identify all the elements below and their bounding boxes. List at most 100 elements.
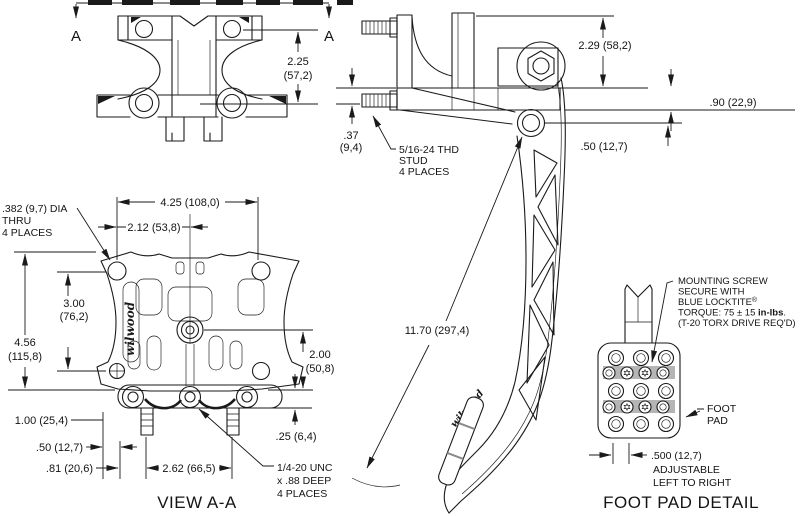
dim-212: 2.12 (53,8) [127,222,180,234]
thru-hole [251,361,271,381]
foot-pad-detail-drawing [597,284,681,439]
arm-cutout [531,214,556,288]
side-relief-left [117,39,161,100]
dim-050-side: .50 (12,7) [580,141,627,153]
thru-hole [107,261,127,281]
foot-pad-side-view [438,396,484,486]
pivot-boss [216,87,248,119]
dim-456-in: 4.56 [14,337,35,349]
logo-recess [122,281,140,363]
section-hatch [122,0,153,5]
side-relief-right [221,39,263,100]
dim-300-in: 3.00 [63,298,84,310]
dim-456-mm: (115,8) [8,351,42,363]
dim-037-mm: (9,4) [340,142,363,154]
pedal-arm-outer-edge [448,77,566,514]
dim-425: 4.25 (108,0) [160,197,219,209]
pushrod-pivot-housing [516,41,566,91]
stud-note-line3: 4 PLACES [399,166,449,178]
wilwood-logo-mount: wilwood [123,301,137,356]
boss [121,385,145,409]
pad-grip-holes [607,349,675,433]
bracket-flange [396,14,413,89]
stud-upper [361,20,398,35]
dim-225-mm: (57,2) [284,70,313,82]
dim-foot-pad: MOUNTING SCREW SECURE WITH BLUE LOCKTITE… [589,276,796,512]
foot-pad-detail-title: FOOT PAD DETAIL [603,493,759,512]
section-hatch [337,0,353,5]
adjust-note-line1: ADJUSTABLE [653,464,720,476]
arm-cutout [518,356,546,421]
dim-050-aa: .50 (12,7) [36,442,83,454]
pivot-nut [527,50,555,82]
pivot-boss [128,87,160,119]
view-aa-drawing: wilwood [96,214,304,436]
dim-side-view: 2.29 (58,2) .90 (22,9) .50 (12,7) .37 (9… [336,15,795,469]
arm-cutout [533,261,555,336]
screw-note-line5: (T-20 TORX DRIVE REQ'D) [678,318,796,329]
view-aa-title: VIEW A-A [157,493,237,512]
gusset-lines [399,87,516,125]
thread-note-line3: 4 PLACES [277,488,327,500]
adjust-note-line2: LEFT TO RIGHT [653,477,732,489]
section-hatch [170,0,200,5]
dim-225-in: 2.25 [287,56,308,68]
bracket-post [451,12,475,89]
dim-090: .90 (22,9) [709,97,756,109]
dim-0500: .500 (12,7) [651,450,702,462]
stud-lower [361,93,398,108]
pivot-hole [134,93,154,113]
screw-note-line4: TORQUE: 75 ± 15 in-lbs. [678,308,786,319]
foot-pad-label-line1: FOOT [707,403,737,415]
section-label-a-right: A [324,28,334,45]
dim-100: 1.00 (25,4) [15,415,68,427]
arm-cutout [526,304,550,384]
dim-200-in: 2.00 [309,349,330,361]
mount-body-outline [96,251,304,392]
arm-cutout [533,149,558,198]
section-hatch [256,0,280,5]
pivot-hole [222,93,242,113]
boss [178,385,202,409]
section-label-a-left: A [71,28,81,45]
dim-200-mm: (50,8) [306,363,335,375]
dim-262: 2.62 (66,5) [162,463,215,475]
section-cut-line: A A [71,0,353,45]
arm-cutout [537,174,559,246]
bracket-base [396,87,561,111]
mount-stud [140,407,154,436]
dim-025: .25 (6,4) [276,431,317,443]
dim-037-in: .37 [343,130,358,142]
mount-bolt-hole [134,19,154,39]
hole-note-line3: 4 PLACES [2,227,52,239]
screw-note-line2: SECURE WITH [678,287,745,298]
thread-note-line1: 1/4-20 UNC [277,462,333,474]
thru-hole [251,261,271,281]
foot-pad-label-line2: PAD [707,415,728,427]
hole-note-line1: .382 (9,7) DIA [2,203,67,215]
section-hatch [216,0,243,5]
top-view-drawing [96,15,288,142]
dim-229: 2.29 (58,2) [578,40,631,52]
pedal-arm-end [624,284,653,344]
torx-screw-icon [623,368,649,412]
ref-hole [108,362,126,380]
pedal-pivot [516,108,546,138]
thread-note-line2: x .88 DEEP [277,475,331,487]
boss-strip [117,384,283,409]
mount-bolt-hole [222,19,242,39]
dim-top-view-height: 2.25 (57,2) [200,29,318,105]
boss [235,385,259,409]
screw-note-line3: BLUE LOCKTITE® [678,296,758,308]
dim-view-aa: 4.25 (108,0) 2.12 (53,8) .382 (9,7) DIA … [2,197,334,512]
pad-mounting-screws [602,366,670,414]
stud-note-line2: STUD [399,155,428,167]
mount-stud [226,407,240,436]
section-hatch [88,0,112,5]
bracket-web [411,16,453,77]
dim-300-mm: (76,2) [60,311,89,323]
dim-1170: 11.70 (297,4) [405,325,470,337]
section-hatch [293,0,323,5]
